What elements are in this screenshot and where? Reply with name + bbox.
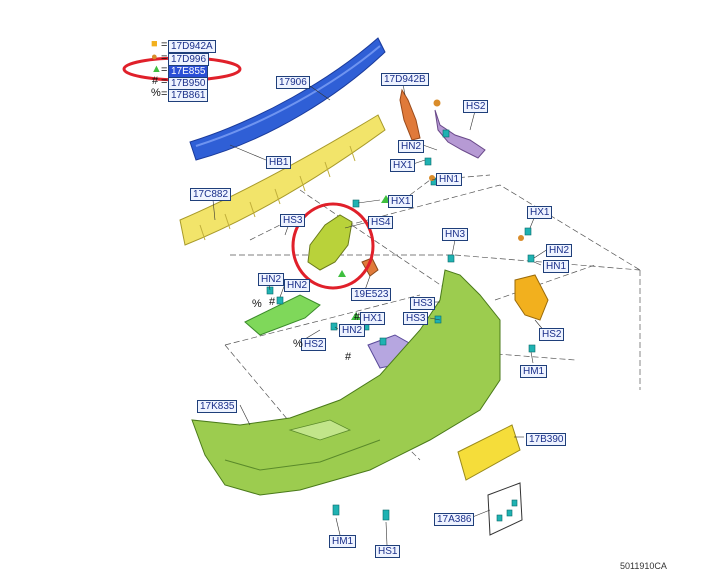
callout-hn1-top[interactable]: HN1 (436, 173, 463, 186)
drawing-id: 5011910CA (620, 561, 667, 571)
legend-circle-icon: ● (151, 51, 158, 63)
hash-marker: # (269, 296, 276, 308)
orange-clip-part (361, 257, 379, 277)
upper-bracket-orange (399, 88, 421, 141)
hash-marker-low: # (345, 351, 352, 363)
callout-19E523[interactable]: 19E523 (351, 288, 392, 301)
callout-17906[interactable]: 17906 (276, 76, 310, 89)
legend-equals: = (161, 64, 168, 76)
legend-code-17D942A[interactable]: 17D942A (168, 40, 216, 53)
legend-triangle-icon: ▲ (151, 63, 162, 75)
callout-hx1-right[interactable]: HX1 (527, 206, 553, 219)
license-plate-bracket (457, 424, 521, 481)
triangle-marker-icon (338, 270, 346, 277)
energy-absorber (179, 114, 386, 246)
fastener-pack (487, 482, 523, 536)
callout-17A386[interactable]: 17A386 (434, 513, 475, 526)
callout-hm1-bottom[interactable]: HM1 (329, 535, 357, 548)
bumper-cover-opening (288, 419, 352, 441)
callout-hn2-low[interactable]: HN2 (339, 324, 366, 337)
callout-hn1-right[interactable]: HN1 (543, 260, 570, 273)
callout-hs3-b[interactable]: HS3 (403, 312, 429, 325)
percent-marker: % (252, 298, 262, 310)
callout-17K835[interactable]: 17K835 (197, 400, 238, 413)
callout-hn2-left2[interactable]: HN2 (284, 279, 311, 292)
callout-hb1[interactable]: HB1 (266, 156, 292, 169)
hash-marker-mid: # (354, 311, 361, 323)
legend-equals: = (161, 52, 168, 64)
legend-equals: = (161, 88, 168, 100)
callout-17D942B[interactable]: 17D942B (381, 73, 429, 86)
callout-hs3-left[interactable]: HS3 (280, 214, 306, 227)
small-nut-dots (429, 99, 524, 241)
callout-hn2-right[interactable]: HN2 (546, 244, 573, 257)
callout-hs4[interactable]: HS4 (368, 216, 394, 229)
callout-hm1-right[interactable]: HM1 (520, 365, 548, 378)
leader-lines (212, 83, 549, 546)
legend-equals: = (161, 76, 168, 88)
highlight-ellipse-bracket (291, 202, 375, 290)
triangle-marker-icon-hx1-low (351, 312, 361, 320)
callout-hs3-a[interactable]: HS3 (410, 297, 436, 310)
callout-17B390[interactable]: 17B390 (526, 433, 567, 446)
callout-hn2-left[interactable]: HN2 (258, 273, 285, 286)
callout-hx1-mid[interactable]: HX1 (388, 195, 414, 208)
absorber-ribs (199, 145, 356, 241)
legend-square-icon: ■ (151, 38, 158, 50)
upper-bracket (434, 109, 486, 159)
callout-hs2-top[interactable]: HS2 (463, 100, 489, 113)
legend-code-17B861[interactable]: 17B861 (168, 89, 209, 102)
bumper-cover (191, 269, 501, 496)
callout-hx1-top[interactable]: HX1 (390, 159, 416, 172)
center-bracket (307, 214, 353, 271)
clip-fasteners (266, 129, 536, 522)
callout-hs2-right[interactable]: HS2 (539, 328, 565, 341)
callout-hs1-bottom[interactable]: HS1 (375, 545, 401, 558)
bumper-cover-lower-lip (224, 439, 381, 471)
callout-hs2-low[interactable]: HS2 (301, 338, 327, 351)
reinforcement-beam-highlight (195, 45, 381, 147)
callout-hn2-top[interactable]: HN2 (398, 140, 425, 153)
legend-equals: = (161, 39, 168, 51)
callout-17C882[interactable]: 17C882 (190, 188, 232, 201)
dashed-guide-lines (224, 174, 641, 471)
lower-green-bracket (244, 294, 321, 336)
callout-hn3[interactable]: HN3 (442, 228, 469, 241)
legend-percent-icon: % (151, 87, 161, 99)
legend-hash-icon: # (152, 75, 159, 87)
right-side-bracket (514, 274, 549, 321)
callout-hx1-low[interactable]: HX1 (360, 312, 386, 325)
percent-marker-low: % (293, 338, 303, 350)
